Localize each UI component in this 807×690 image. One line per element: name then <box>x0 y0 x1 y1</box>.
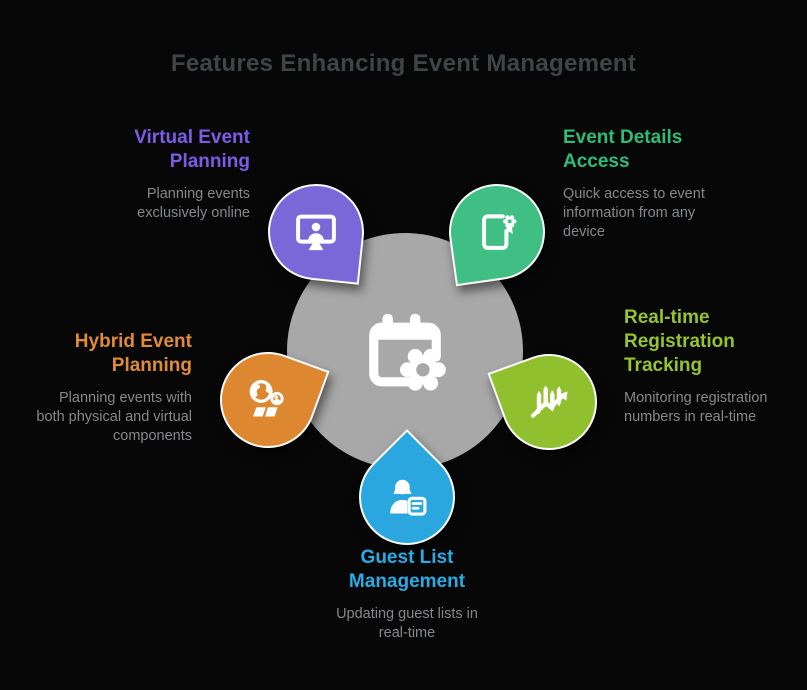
guest-list-management-bubble <box>339 429 475 565</box>
guest-list-management-title: Guest List Management <box>348 547 466 592</box>
event-details-access-bubble <box>442 177 552 287</box>
virtual-event-planning-title: Virtual Event Planning <box>134 127 250 172</box>
person-note-icon <box>390 479 427 516</box>
virtual-event-planning-description: Planning events exclusively online <box>137 186 250 221</box>
chart-growth-icon <box>530 385 568 418</box>
real-time-registration-tracking-label: Real-time Registration Tracking Monitori… <box>624 306 804 427</box>
hybrid-event-planning-title: Hybrid Event Planning <box>74 331 192 376</box>
node-hybrid-event-planning <box>206 338 330 462</box>
virtual-event-planning-bubble <box>263 179 369 285</box>
page-title: Features Enhancing Event Management <box>170 50 637 77</box>
real-time-registration-tracking-bubble <box>487 340 611 464</box>
tablet-badge-icon <box>482 214 517 250</box>
globe-people-icon <box>249 380 284 417</box>
real-time-registration-tracking-description: Monitoring registration numbers in real-… <box>624 390 768 425</box>
node-event-details-access <box>442 177 552 287</box>
node-real-time-registration-tracking <box>487 340 611 464</box>
virtual-event-planning-label: Virtual Event Planning Planning events e… <box>28 126 250 223</box>
node-virtual-event-planning <box>263 179 369 285</box>
calendar-gear-icon <box>369 313 446 391</box>
event-details-access-label: Event Details Access Quick access to eve… <box>563 126 763 242</box>
event-details-access-description: Quick access to event information from a… <box>563 186 705 240</box>
hybrid-event-planning-description: Planning events with both physical and v… <box>36 390 192 444</box>
event-details-access-title: Event Details Access <box>563 127 683 172</box>
guest-list-management-description: Updating guest lists in real-time <box>336 606 478 641</box>
video-call-icon <box>296 214 336 251</box>
guest-list-management-label: Guest List Management Updating guest lis… <box>277 546 537 643</box>
hybrid-event-planning-label: Hybrid Event Planning Planning events wi… <box>0 330 192 446</box>
node-guest-list-management <box>339 429 475 565</box>
hybrid-event-planning-bubble <box>206 338 330 462</box>
real-time-registration-tracking-title: Real-time Registration Tracking <box>624 307 735 376</box>
